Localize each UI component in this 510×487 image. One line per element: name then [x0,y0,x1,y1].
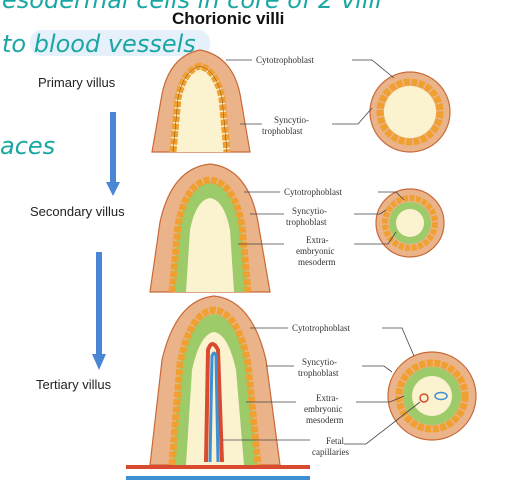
secondary-villus-longitudinal [150,164,270,292]
secondary-villus-cross-section [376,189,444,257]
tertiary-villus-longitudinal [126,296,310,480]
secondary-extra-label-3: mesoderm [298,257,336,267]
tertiary-extra-label-3: mesoderm [306,415,344,425]
tertiary-extra-label-2: embryonic [304,404,343,414]
tertiary-fetal-label-1: Fetal [326,436,344,446]
tertiary-fetal-label-2: capillaries [312,447,349,457]
leader-tertiary-syncytio-right [362,366,392,372]
primary-cytotrophoblast-label: Cytotrophoblast [256,55,314,65]
tertiary-extra-label-1: Extra- [316,393,339,403]
leader-primary-syncytio-right [332,108,372,124]
tertiary-villus-cross-section [388,352,476,440]
progression-arrow-1 [106,112,120,196]
secondary-extra-label-1: Extra- [306,235,329,245]
primary-villus-label: Primary villus [38,75,116,90]
handwritten-note-3: aces [0,132,55,160]
diagram-title: Chorionic villi [172,9,284,28]
primary-syncytio-label-1: Syncytio- [274,115,309,125]
tertiary-syncytio-label-1: Syncytio- [302,357,337,367]
secondary-syncytio-label-2: trophoblast [286,217,327,227]
tertiary-cytotrophoblast-label: Cytotrophoblast [292,323,350,333]
leader-primary-cyto-right [352,60,394,78]
primary-syncytio-label-2: trophoblast [262,126,303,136]
primary-villus-cross-section [370,72,450,152]
progression-arrow-2 [92,252,106,370]
handwritten-note-2: to blood vessels [2,30,196,58]
secondary-villus-label: Secondary villus [30,204,125,219]
secondary-syncytio-label-1: Syncytio- [292,206,327,216]
tertiary-villus-label: Tertiary villus [36,377,112,392]
leader-tertiary-cyto-right [382,328,414,356]
tertiary-syncytio-label-2: trophoblast [298,368,339,378]
secondary-cytotrophoblast-label: Cytotrophoblast [284,187,342,197]
primary-villus-longitudinal [152,50,250,152]
secondary-extra-label-2: embryonic [296,246,335,256]
